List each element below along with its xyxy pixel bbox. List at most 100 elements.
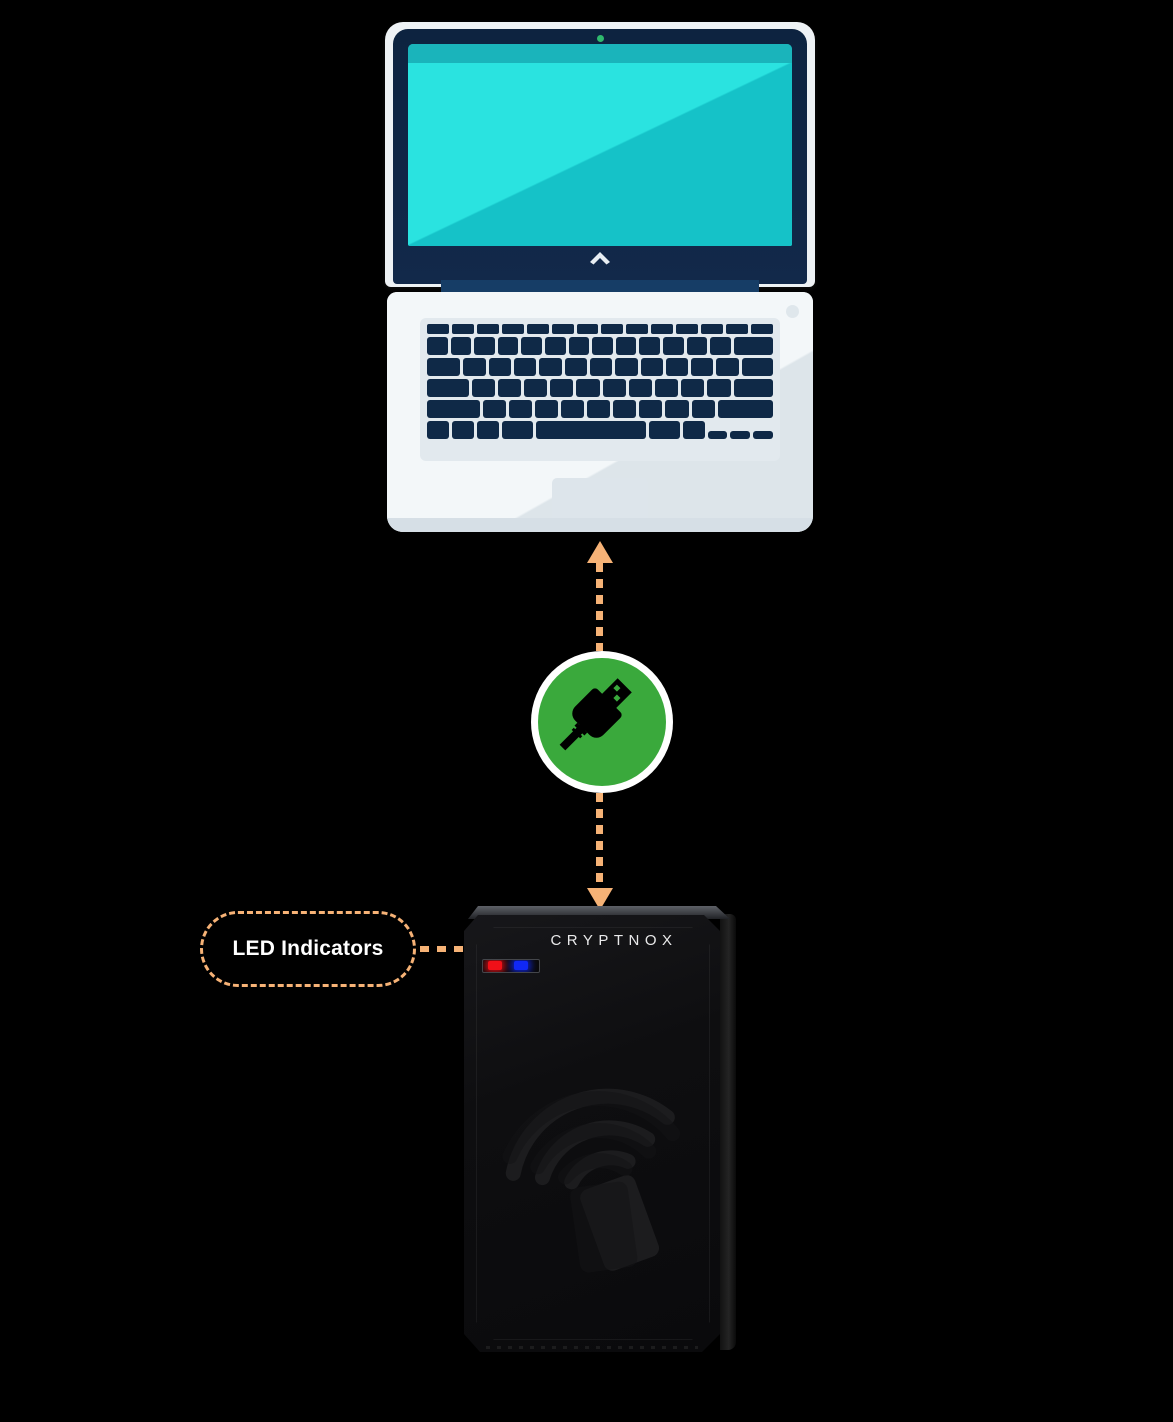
laptop-base	[387, 292, 813, 532]
key	[427, 337, 448, 355]
key	[474, 337, 495, 355]
key-space	[535, 421, 646, 439]
keyboard-row	[427, 379, 774, 397]
key-cmd	[502, 421, 533, 439]
key-alt-right	[682, 421, 705, 439]
key	[497, 337, 519, 355]
webcam-icon	[596, 35, 604, 42]
key	[681, 379, 705, 397]
reader-inner-outline	[476, 927, 710, 1340]
key	[576, 379, 600, 397]
key	[509, 400, 533, 418]
key	[471, 379, 495, 397]
key	[640, 358, 663, 376]
key	[691, 400, 715, 418]
key	[564, 358, 587, 376]
key	[628, 379, 653, 397]
key	[476, 324, 499, 334]
usb-connection-badge[interactable]	[531, 651, 673, 793]
key-enter	[741, 358, 773, 376]
key-arrow-left	[707, 431, 728, 439]
key	[497, 379, 522, 397]
key-ctrl	[427, 421, 449, 439]
key	[589, 358, 613, 376]
laptop-lid	[385, 22, 815, 287]
keyboard-row	[427, 358, 773, 376]
power-indicator-icon	[786, 305, 799, 318]
reader-brand-label: CRYPTNOX	[550, 932, 678, 949]
key	[592, 337, 613, 355]
key	[450, 337, 472, 355]
key	[427, 324, 449, 334]
key	[710, 337, 731, 355]
reader-bottom-vent	[486, 1346, 698, 1349]
led-indicator-strip	[482, 959, 540, 973]
key	[521, 337, 543, 355]
arrow-usb-to-reader-head	[587, 888, 613, 910]
key	[651, 324, 674, 334]
key-arrow-updown	[730, 431, 751, 439]
key	[639, 400, 663, 418]
key	[524, 379, 548, 397]
key-return	[733, 379, 774, 397]
key	[551, 324, 574, 334]
keyboard-row	[427, 337, 774, 355]
key	[587, 400, 611, 418]
key	[501, 324, 524, 334]
key-arrow-right	[753, 431, 773, 439]
key-fn	[452, 421, 474, 439]
key	[665, 358, 689, 376]
laptop-base-lip	[387, 518, 813, 532]
key-backspace	[733, 337, 774, 355]
key	[568, 337, 590, 355]
key	[701, 324, 724, 334]
key	[602, 379, 626, 397]
key	[514, 358, 537, 376]
reader-body: CRYPTNOX	[464, 915, 720, 1352]
keyboard-row	[427, 324, 773, 334]
key	[535, 400, 559, 418]
led-indicators-callout-label: LED Indicators	[232, 937, 384, 960]
laptop	[385, 22, 815, 532]
led-indicators-callout-connector	[420, 946, 472, 952]
key	[483, 400, 507, 418]
key	[545, 337, 566, 355]
key	[613, 400, 637, 418]
key	[626, 324, 649, 334]
key	[615, 358, 638, 376]
key	[526, 324, 549, 334]
key-shift-left	[427, 400, 481, 418]
led-indicators-callout[interactable]: LED Indicators	[200, 911, 416, 987]
screen-top-band	[408, 44, 792, 63]
key	[539, 358, 562, 376]
key-shift-right	[717, 400, 773, 418]
contactless-nfc-icon	[492, 1025, 692, 1275]
key	[639, 337, 661, 355]
key	[726, 324, 748, 334]
key	[676, 324, 699, 334]
key	[691, 358, 714, 376]
arrow-usb-to-reader-line	[596, 793, 603, 888]
led-blue	[514, 961, 528, 970]
key	[663, 337, 684, 355]
key	[615, 337, 637, 355]
key-caps	[427, 379, 469, 397]
key-tab	[427, 358, 461, 376]
key	[686, 337, 708, 355]
key	[665, 400, 689, 418]
laptop-keyboard	[420, 318, 780, 461]
key	[601, 324, 624, 334]
keyboard-row	[427, 400, 773, 418]
screen-gloss	[408, 63, 792, 246]
key	[576, 324, 599, 334]
key	[488, 358, 512, 376]
laptop-screen	[408, 44, 792, 246]
arrow-reader-to-laptop-line	[596, 563, 603, 651]
led-red	[488, 961, 502, 970]
key-cmd-right	[648, 421, 680, 439]
cryptnox-card-reader[interactable]: CRYPTNOX	[464, 906, 736, 1354]
key-alt	[477, 421, 499, 439]
key	[561, 400, 585, 418]
reader-side-panel	[720, 914, 736, 1350]
